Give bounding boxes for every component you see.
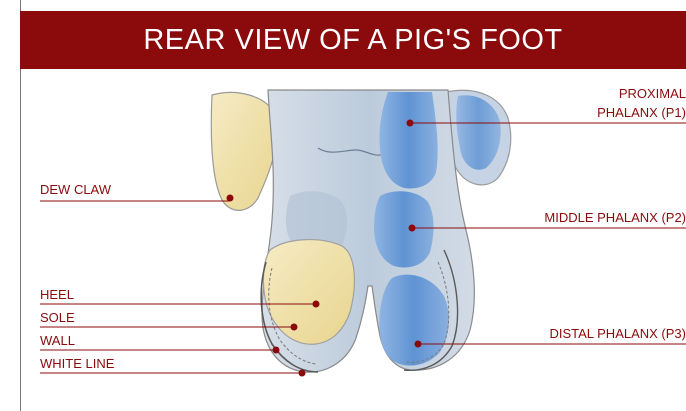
dot-heel bbox=[313, 301, 319, 307]
dot-proximal bbox=[407, 120, 413, 126]
dot-sole bbox=[291, 324, 297, 330]
label-proximal-line2: PHALANX (P1) bbox=[597, 105, 686, 121]
label-wall: WALL bbox=[40, 333, 75, 349]
dew-claw-left bbox=[211, 92, 277, 210]
label-sole: SOLE bbox=[40, 310, 75, 326]
dot-distal bbox=[415, 341, 421, 347]
dot-wall bbox=[273, 347, 279, 353]
label-distal-phalanx: DISTAL PHALANX (P3) bbox=[549, 326, 686, 342]
label-heel: HEEL bbox=[40, 287, 74, 303]
dot-white-line bbox=[299, 370, 305, 376]
dot-middle bbox=[409, 225, 415, 231]
label-proximal-line1: PROXIMAL bbox=[619, 86, 686, 102]
middle-phalanx-bone bbox=[374, 191, 434, 267]
label-middle-phalanx: MIDDLE PHALANX (P2) bbox=[544, 210, 686, 226]
dot-dew-claw bbox=[227, 195, 233, 201]
label-dew-claw: DEW CLAW bbox=[40, 182, 111, 198]
proximal-phalanx-bone bbox=[379, 92, 437, 188]
label-white-line: WHITE LINE bbox=[40, 356, 114, 372]
